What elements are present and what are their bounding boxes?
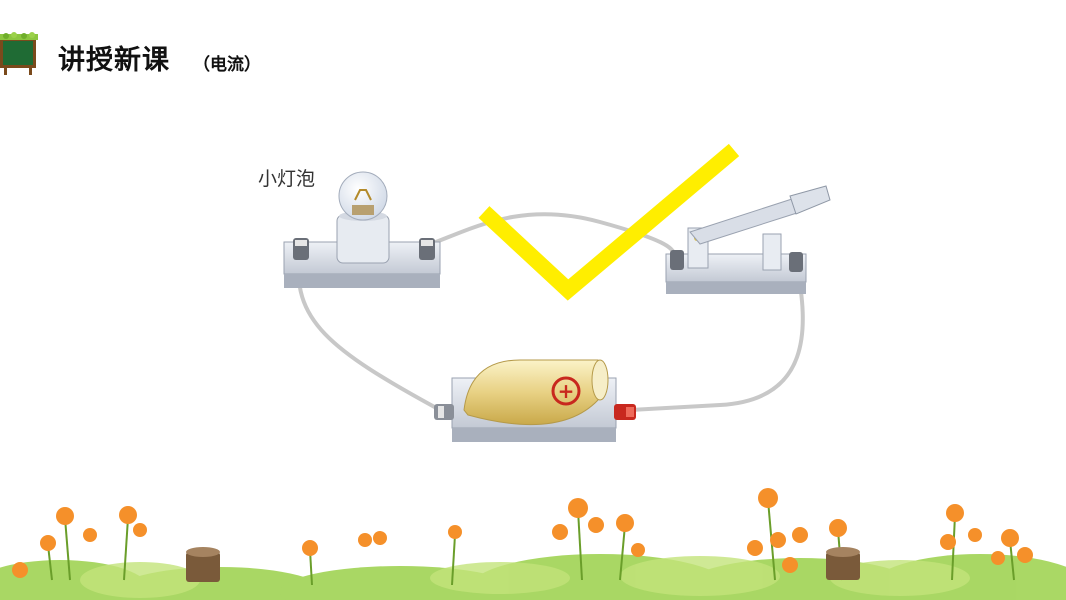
bulb-terminal-right xyxy=(419,238,435,260)
slide-header: 讲授新课 （电流） xyxy=(0,30,400,90)
page-subtitle: （电流） xyxy=(193,55,261,75)
chalkboard-icon xyxy=(0,32,38,75)
tree-stumps xyxy=(186,547,860,582)
page-title: 讲授新课 xyxy=(58,45,170,76)
switch-blade xyxy=(689,197,801,245)
light-bulb-holder xyxy=(283,171,441,288)
battery-holder: + xyxy=(434,359,636,442)
circuit-diagram: + xyxy=(283,143,831,442)
orange-flowers xyxy=(12,488,1033,578)
bulb-glass xyxy=(338,171,388,221)
checkmark-icon xyxy=(478,143,740,301)
positive-mark: + xyxy=(558,379,575,403)
battery-terminal-positive xyxy=(614,404,636,420)
decorative-meadow xyxy=(0,488,1066,600)
positive-terminal-icon xyxy=(551,376,581,406)
battery-terminal-negative xyxy=(434,404,454,420)
bulb-label: 小灯泡 xyxy=(258,168,316,190)
wire-bulb-to-switch xyxy=(426,212,680,260)
knife-switch xyxy=(665,185,831,294)
switch-handle xyxy=(789,185,831,215)
bulb-terminal-left xyxy=(293,238,309,260)
